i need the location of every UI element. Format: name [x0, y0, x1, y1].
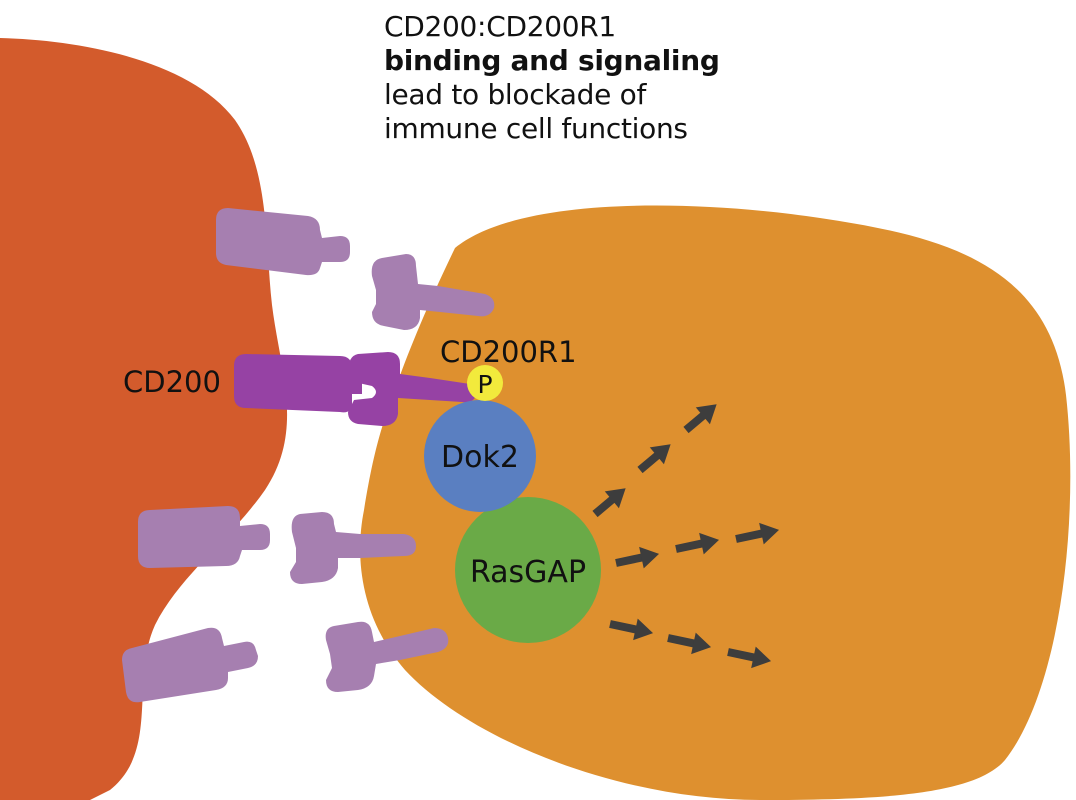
cd200-like-ligand-2: [138, 506, 270, 568]
cd200r1-label: CD200R1: [440, 335, 577, 369]
arrow: [727, 646, 772, 669]
phospho-label: P: [477, 370, 492, 399]
arrow: [675, 532, 720, 555]
cd200-like-ligand-3: [122, 627, 258, 703]
arrow: [683, 404, 717, 434]
immune-cell: [360, 205, 1071, 800]
receptor-3: [325, 621, 449, 692]
cd200-label: CD200: [123, 365, 221, 399]
receptor-pair-1: [216, 208, 495, 330]
receptor-2: [290, 512, 416, 584]
cd200-ligand: [234, 354, 362, 413]
diagram-caption: CD200:CD200R1 binding and signaling lead…: [384, 10, 720, 146]
rasgap-label: RasGAP: [470, 555, 586, 590]
caption-line-3: lead to blockade of: [384, 78, 646, 111]
receptor-pair-2: [138, 506, 416, 584]
arrow: [637, 444, 671, 474]
cd200r1-receptor: [348, 352, 477, 426]
signal-arrows: [592, 404, 780, 669]
arrow: [609, 618, 654, 641]
cd200-cd200r1-complex: [234, 352, 477, 426]
arrow: [592, 488, 626, 518]
receptor-pair-3: [122, 621, 449, 703]
caption-line-2: binding and signaling: [384, 44, 720, 77]
dok2-label: Dok2: [441, 440, 519, 475]
dok2-node: [424, 400, 536, 512]
arrow: [615, 546, 660, 569]
cd200-like-ligand-1: [216, 208, 350, 276]
caption-line-1: CD200:CD200R1: [384, 10, 616, 43]
receptor-1: [371, 254, 495, 330]
rasgap-node: [455, 497, 601, 643]
caption-line-4: immune cell functions: [384, 112, 688, 145]
phospho-node: [467, 365, 503, 401]
arrow: [667, 632, 712, 655]
cd200-expressing-cell: [0, 38, 288, 800]
arrow: [735, 522, 780, 545]
